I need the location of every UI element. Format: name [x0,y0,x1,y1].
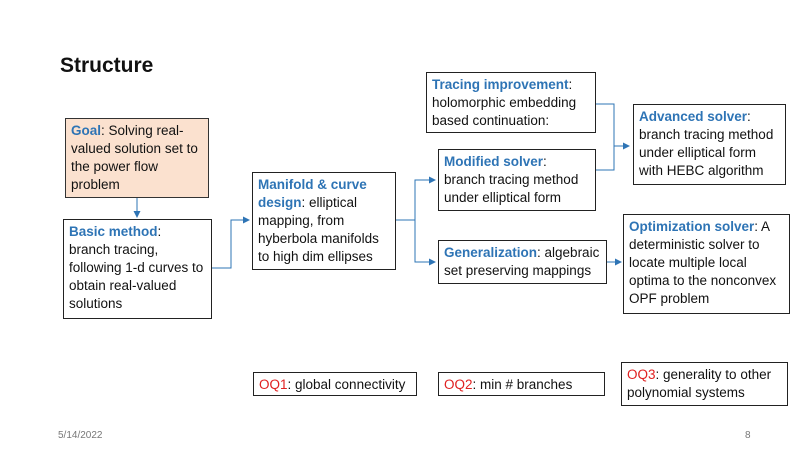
arrow-basic-to-manifold [212,216,250,269]
advanced-solver-box: Advanced solver: branch tracing method u… [633,104,786,185]
arrow-manifold-to-modified [396,176,436,221]
tracing-text: : holomorphic embedding based continuati… [432,77,577,128]
arrow-tracing-to-advanced [596,103,630,150]
open-question-2: OQ2: min # branches [438,372,605,396]
generalization-text: : algebraic set preserving mappings [444,245,600,278]
footer-date: 5/14/2022 [58,430,103,441]
modified-keyword: Modified solver [444,154,544,169]
generalization-keyword: Generalization [444,245,538,260]
oq3-text: : generality to other polynomial systems [627,367,772,400]
oq1-label: OQ1 [259,377,288,392]
arrow-modified-to-advanced [596,146,615,171]
arrow-manifold-to-generalization [414,220,436,266]
optimization-keyword: Optimization solver [629,219,755,234]
goal-text: : Solving real-valued solution set to th… [71,123,198,192]
basic-text: : branch tracing, following 1-d curves t… [69,224,204,311]
goal-box: Goal: Solving real-valued solution set t… [65,118,209,198]
oq2-text: : min # branches [472,377,573,392]
modified-text: : branch tracing method under elliptical… [444,154,579,205]
oq2-label: OQ2 [444,377,473,392]
open-question-3: OQ3: generality to other polynomial syst… [621,362,788,406]
goal-keyword: Goal [71,123,102,138]
slide-title: Structure [60,54,154,77]
manifold-text: : elliptical mapping, from hyberbola man… [258,195,379,264]
optimization-solver-box: Optimization solver: A deterministic sol… [623,214,790,314]
oq3-label: OQ3 [627,367,656,382]
open-question-1: OQ1: global connectivity [253,372,417,396]
optimization-text: : A deterministic solver to locate multi… [629,219,777,306]
footer-page-number: 8 [745,430,751,441]
manifold-design-box: Manifold & curve design: elliptical mapp… [252,172,396,270]
advanced-text: : branch tracing method under elliptical… [639,109,774,178]
tracing-keyword: Tracing improvement [432,77,569,92]
modified-solver-box: Modified solver: branch tracing method u… [438,149,596,211]
basic-keyword: Basic method [69,224,158,239]
generalization-box: Generalization: algebraic set preserving… [438,240,607,284]
advanced-keyword: Advanced solver [639,109,748,124]
oq1-text: : global connectivity [287,377,406,392]
basic-method-box: Basic method: branch tracing, following … [63,219,212,319]
tracing-improvement-box: Tracing improvement: holomorphic embeddi… [426,72,596,133]
manifold-keyword: Manifold & curve design [258,177,367,210]
